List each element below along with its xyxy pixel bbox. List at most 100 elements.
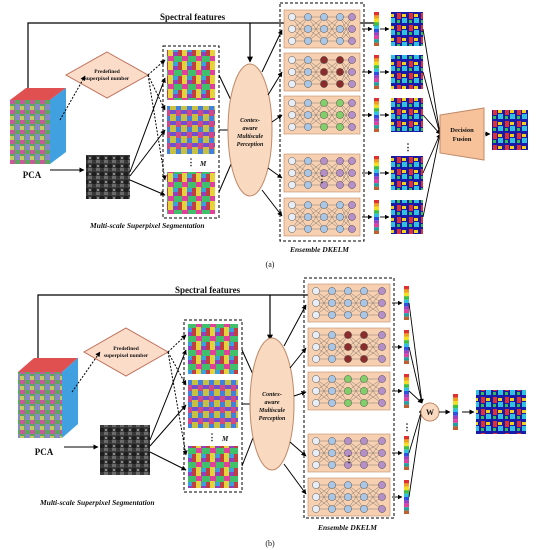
label-bar-cell bbox=[404, 384, 409, 388]
outputs-a: ⋮ bbox=[362, 12, 442, 234]
network-node bbox=[360, 311, 368, 319]
network-node bbox=[288, 68, 296, 76]
w-label-b: W bbox=[426, 408, 434, 417]
seg-map-1-a bbox=[167, 50, 215, 100]
network-node bbox=[360, 343, 368, 351]
network-node bbox=[378, 287, 386, 295]
svg-text:superpixel number: superpixel number bbox=[85, 76, 130, 82]
label-bar-cell bbox=[374, 72, 379, 76]
network-node bbox=[360, 375, 368, 383]
label-bar-cell bbox=[453, 422, 458, 427]
network-node bbox=[348, 169, 356, 177]
network-node bbox=[344, 449, 352, 457]
network-node bbox=[304, 169, 312, 177]
network-node bbox=[288, 213, 296, 221]
network-node bbox=[304, 80, 312, 88]
network-node bbox=[328, 461, 336, 469]
network-node bbox=[320, 68, 328, 76]
network-node bbox=[344, 505, 352, 513]
network-node bbox=[320, 201, 328, 209]
caption-b: (b) bbox=[265, 539, 275, 548]
network-node bbox=[348, 213, 356, 221]
network-node bbox=[336, 37, 344, 45]
seg-title-a: Multi-scale Superpixel Segmentation bbox=[89, 221, 205, 230]
network-node bbox=[288, 99, 296, 107]
network-node bbox=[312, 399, 320, 407]
network-node bbox=[360, 387, 368, 395]
network-node bbox=[378, 331, 386, 339]
network-node bbox=[288, 25, 296, 33]
network-node bbox=[320, 111, 328, 119]
network-node bbox=[304, 225, 312, 233]
label-bar-cell bbox=[404, 480, 409, 484]
network-node bbox=[336, 13, 344, 21]
label-bar-cell bbox=[374, 35, 379, 40]
label-bar-cell bbox=[374, 22, 379, 26]
label-bar-cell bbox=[374, 179, 379, 184]
label-bar-cell bbox=[404, 490, 409, 494]
label-bar-cell bbox=[404, 303, 409, 307]
label-bar-cell bbox=[404, 436, 409, 440]
network-node bbox=[336, 80, 344, 88]
dots-vertical-icon: ⋮ bbox=[404, 142, 413, 152]
label-bar-cell bbox=[404, 397, 409, 402]
label-bar-cell bbox=[374, 15, 379, 19]
network-node bbox=[378, 343, 386, 351]
label-bar-cell bbox=[374, 82, 379, 86]
network-node bbox=[312, 387, 320, 395]
label-bar-cell bbox=[404, 439, 409, 443]
svg-text:Multiscale: Multiscale bbox=[258, 408, 285, 414]
network-node bbox=[288, 181, 296, 189]
label-bar-cell bbox=[404, 459, 409, 464]
label-bar-cell bbox=[404, 500, 409, 504]
pca-label-b: PCA bbox=[35, 447, 54, 457]
final-map-b bbox=[476, 390, 526, 434]
network-node bbox=[320, 169, 328, 177]
hsi-cube-b bbox=[18, 358, 78, 438]
label-bar-cell bbox=[374, 65, 379, 69]
label-bar-cell bbox=[404, 510, 409, 514]
label-bar-cell bbox=[374, 230, 379, 234]
networks-a bbox=[283, 9, 361, 237]
network-node bbox=[288, 37, 296, 45]
label-bar-cell bbox=[404, 404, 409, 408]
network-node bbox=[348, 123, 356, 131]
panel-b: Spectral features Predefined superpixel … bbox=[18, 277, 526, 548]
network-node bbox=[320, 123, 328, 131]
dots-vertical-icon: ⋮ bbox=[187, 157, 196, 167]
network-node bbox=[348, 201, 356, 209]
network-node bbox=[328, 387, 336, 395]
network-node bbox=[348, 80, 356, 88]
network-node bbox=[344, 311, 352, 319]
network-node bbox=[360, 299, 368, 307]
network-node bbox=[328, 505, 336, 513]
network-node bbox=[360, 481, 368, 489]
network-node bbox=[378, 505, 386, 513]
label-bar-cell bbox=[374, 111, 379, 115]
spectral-label-a: Spectral features bbox=[160, 12, 226, 22]
network-node bbox=[360, 505, 368, 513]
label-bar-cell bbox=[404, 296, 409, 300]
label-bar-cell bbox=[374, 173, 379, 177]
label-bar-cell bbox=[374, 118, 379, 122]
network-node bbox=[328, 449, 336, 457]
network-node bbox=[336, 68, 344, 76]
network-node bbox=[344, 461, 352, 469]
seg-title-b: Multi-scale Superpixel Segmentation bbox=[39, 498, 155, 507]
label-bar-cell bbox=[404, 340, 409, 344]
svg-text:Perception: Perception bbox=[237, 142, 264, 148]
network-node bbox=[288, 157, 296, 165]
label-bar-cell bbox=[404, 350, 409, 354]
pca-label-a: PCA bbox=[23, 170, 42, 180]
label-bar-cell bbox=[404, 387, 409, 391]
network-node bbox=[378, 481, 386, 489]
svg-text:aware: aware bbox=[265, 400, 280, 406]
label-bar-cell bbox=[374, 55, 379, 59]
label-bar-cell bbox=[374, 75, 379, 79]
network-node bbox=[328, 437, 336, 445]
network-node bbox=[348, 225, 356, 233]
svg-text:Contex-: Contex- bbox=[240, 118, 260, 124]
network-node bbox=[360, 287, 368, 295]
network-node bbox=[348, 13, 356, 21]
network-node bbox=[348, 181, 356, 189]
